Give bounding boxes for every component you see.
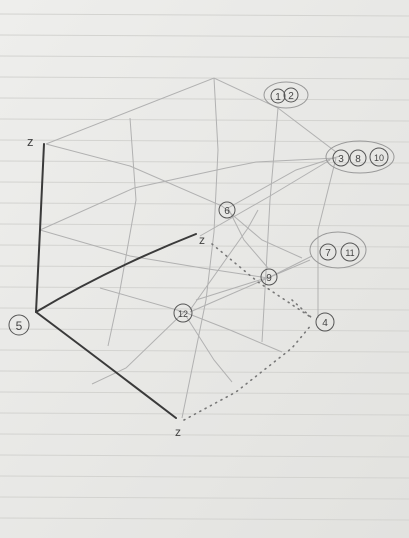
ruled-line [0,244,409,248]
axis-label-middle: z [199,233,205,247]
node-10: 10 [369,147,389,167]
svg-text:8: 8 [355,154,361,165]
grid-line [39,157,337,231]
ruled-line [0,55,409,59]
grid-line [317,157,337,318]
node-11: 11 [340,242,360,262]
grid-line [107,117,137,347]
svg-text:11: 11 [345,248,354,258]
node-9: 9 [260,268,278,286]
grid-line [227,155,341,209]
axis-label-top: z [27,134,34,149]
group-ring-7-11 [309,231,367,269]
ruled-line [0,34,409,38]
svg-text:5: 5 [16,319,23,333]
grid-line [45,143,303,259]
svg-text:3: 3 [338,154,344,165]
grid-line [199,159,331,237]
grid-line [227,207,269,269]
ruled-line [0,118,409,122]
ruled-line [0,286,409,290]
ruled-line [0,76,409,80]
svg-text:1: 1 [275,92,281,103]
ruled-line [0,517,409,521]
dotted-line-right [291,299,313,319]
grid-line [183,311,283,353]
grid-line [189,209,259,311]
ruled-line [0,202,409,206]
ruled-line [0,328,409,332]
svg-text:7: 7 [325,248,331,259]
ruled-line [0,13,409,17]
svg-text:10: 10 [374,153,384,163]
upper-diagonal-axis [35,233,197,313]
group-ring-3-8-10 [325,140,395,174]
ruled-line [0,160,409,164]
grid-line [195,277,267,301]
svg-text:4: 4 [322,318,328,329]
node-2: 2 [283,87,299,103]
vertical-axis [35,143,45,313]
ruled-line [0,454,409,458]
node-7: 7 [319,243,337,261]
axis-label-bottom: z [175,425,181,439]
dotted-line-lower [183,323,313,421]
node-8: 8 [349,149,367,167]
ruled-line [0,181,409,185]
dotted-line-upper [211,243,313,319]
grid-line [185,315,233,383]
grid-line [181,77,219,419]
grid-line [189,255,313,313]
dotted-lines [183,243,313,421]
ruled-line [0,349,409,353]
svg-text:6: 6 [224,206,230,217]
node-6: 6 [218,201,236,219]
ruled-line [0,223,409,227]
node-3: 3 [332,149,350,167]
group-ring-1-2 [263,81,309,109]
ruled-line [0,496,409,500]
grid-line [39,229,311,279]
node-1: 1 [270,88,286,104]
svg-text:12: 12 [178,309,188,319]
ruled-line [0,391,409,395]
grid-line [261,107,279,343]
node-4: 4 [315,312,335,332]
grid-line [45,77,337,153]
svg-text:9: 9 [266,273,272,284]
axes [35,143,197,419]
grid-line [99,287,185,313]
ruled-line [0,475,409,479]
ruled-line [0,370,409,374]
svg-text:2: 2 [288,91,294,102]
pencil-grid [39,77,341,419]
ruled-line [0,412,409,416]
grid-line [91,311,185,385]
ruled-line [0,97,409,101]
ruled-line [0,139,409,143]
node-12: 12 [173,303,193,323]
ruled-lines [0,13,409,521]
ruled-line [0,433,409,437]
lower-diagonal-axis [35,311,177,419]
node-5: 5 [8,314,30,336]
